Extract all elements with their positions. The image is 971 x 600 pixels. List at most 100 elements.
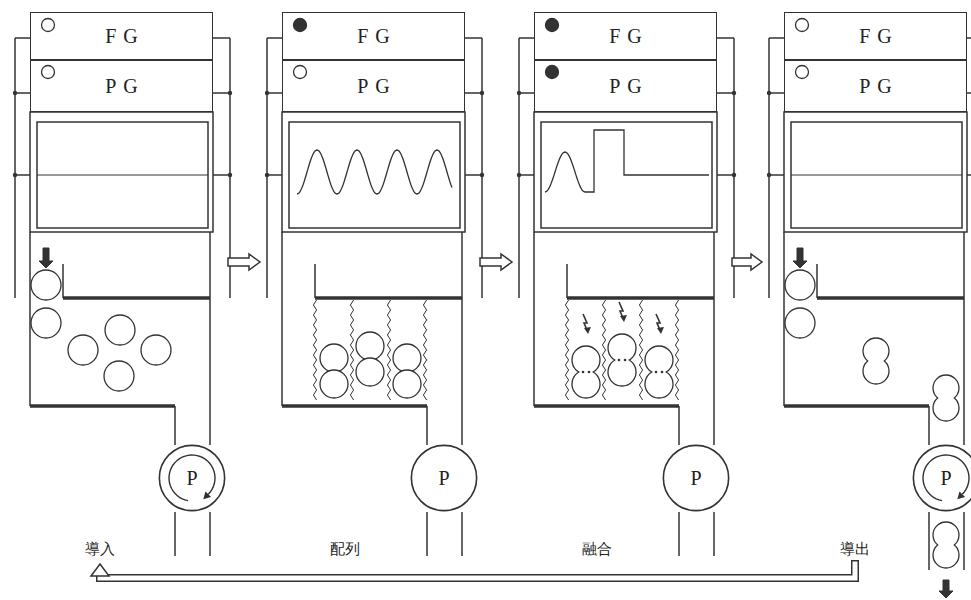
pulse-arrow-head [620,315,627,322]
cell [31,308,61,338]
frame-line [768,38,770,298]
fusing-cell [572,346,600,398]
cell [785,308,815,338]
cell [320,344,348,372]
terminal-dot [517,91,521,95]
monitor-frame [30,112,213,232]
terminal-dot [13,91,17,95]
process-stage: 導入 FG PG P [8,8,228,564]
frame-line [963,512,965,556]
trace-line [37,174,208,175]
apparatus [517,19,736,557]
frame-line [519,92,534,94]
frame-line [465,92,482,94]
stage-label: 導入 [85,540,115,558]
fused-cell [933,522,959,568]
electrode-plate [567,296,714,300]
terminal-dot [480,173,484,177]
frame-line [783,232,785,406]
indicator-lamp [294,19,307,32]
frame-line [465,174,482,176]
terminal-dot [767,173,771,177]
pump-circle: P [662,444,730,512]
frame-line [174,406,176,445]
frame-line [713,512,715,556]
electrode-line [387,300,390,400]
terminal-dot [13,173,17,177]
frame-line [816,264,818,298]
indicator-lamp [796,19,809,32]
fusing-cell [645,346,673,398]
frame-line [519,37,534,39]
frame-line [717,37,734,39]
terminal-dot [517,173,521,177]
pump-circle: P [912,444,971,512]
electrode-plate [817,296,964,300]
frame-line [963,556,965,570]
frame-line [928,556,930,570]
frame-line [519,174,534,176]
pulse-arrow-head [584,327,591,334]
rotation-arrow [923,455,969,501]
frame-line [769,174,784,176]
return-line-inner [100,564,855,578]
electrode-line [313,300,316,400]
stage-label-holder: 配列 [330,540,360,559]
pump-circle: P [158,444,226,512]
process-stage: 導出FGPGP [762,8,971,564]
cell [105,315,135,345]
stage-label-holder: 導出 [840,540,870,559]
generator-box: FG [30,12,213,60]
terminal-dot [480,91,484,95]
generator-label: PG [852,75,899,98]
frame-line [174,512,176,556]
electrode-line [602,300,605,400]
electrode-line [639,300,642,400]
frame-line [967,92,971,94]
frame-line [426,512,428,556]
electrode-plate [282,404,427,408]
trace-line [791,174,962,175]
rotation-arrow-head [957,491,965,499]
fusion-point [582,371,585,374]
cell [104,361,134,391]
frame-line [15,37,30,39]
fused-cell [933,375,959,421]
rotation-arrow-head [203,491,211,499]
flow-connector [480,254,512,270]
indicator-lamp [546,19,559,32]
fusion-point [624,359,627,362]
generator-box: FG [534,12,717,60]
pump-label: P [186,467,197,490]
frame-line [267,92,282,94]
generator-box: PG [534,60,717,112]
monitor-screen [37,122,208,228]
pump-circle: P [410,444,478,512]
frame-line [213,174,230,176]
stage-label: 配列 [330,540,360,558]
frame-line [518,38,520,298]
indicator-lamp [546,66,559,79]
hollow-arrow-head [91,564,109,576]
frame-line [15,174,30,176]
fusing-cell [608,334,636,386]
frame-line [769,37,784,39]
pulse-arrow-head [657,327,664,334]
pump-ring [159,445,224,510]
electrode-plate [63,296,210,300]
frame-line [769,92,784,94]
generator-label: PG [98,75,145,98]
process-stage: 配列FGPGP [260,8,480,564]
frame-line [267,174,282,176]
cell [785,270,815,300]
frame-line [566,264,568,298]
frame-line [533,232,535,406]
frame-line [281,232,283,406]
flow-connector [228,254,260,270]
terminal-dot [265,91,269,95]
pump-label: P [690,467,701,490]
frame-line [213,92,230,94]
pump-ring [913,445,971,510]
